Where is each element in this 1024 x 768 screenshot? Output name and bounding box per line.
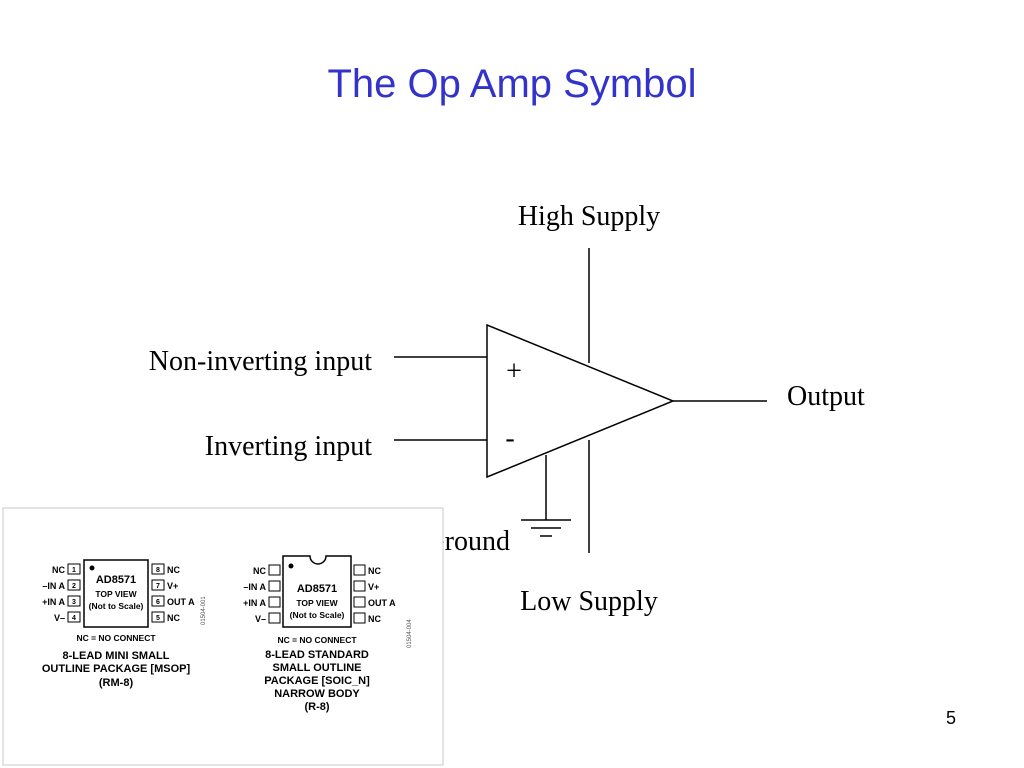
pin1-dot-icon bbox=[288, 563, 294, 569]
non-inverting-input-label: Non-inverting input bbox=[149, 346, 372, 377]
soic-view: TOP VIEW bbox=[296, 598, 338, 608]
msop-pin-label: V– bbox=[54, 613, 65, 623]
msop-pin-label: NC bbox=[167, 613, 180, 623]
slide-title: The Op Amp Symbol bbox=[327, 62, 697, 106]
pinout-image: AD8571 TOP VIEW (Not to Scale) 1 2 3 4 8… bbox=[2, 507, 444, 766]
soic-no-connect-note: NC = NO CONNECT bbox=[277, 635, 357, 645]
slide-number: 5 bbox=[946, 708, 957, 728]
opamp-triangle bbox=[486, 323, 675, 479]
output-label: Output bbox=[787, 381, 865, 412]
msop-pin-number: 3 bbox=[72, 599, 76, 606]
msop-pin-number: 1 bbox=[72, 567, 76, 574]
soic-pinout: AD8571 TOP VIEW (Not to Scale) NC –IN A … bbox=[243, 555, 413, 713]
soic-pin-label: –IN A bbox=[243, 582, 266, 592]
msop-chip-body bbox=[83, 559, 149, 628]
soic-pin-label: OUT A bbox=[368, 598, 396, 608]
soic-pin-label: NC bbox=[253, 566, 266, 576]
soic-pin-label: NC bbox=[368, 566, 381, 576]
pin1-dot-icon bbox=[89, 565, 95, 571]
minus-sign: - bbox=[505, 423, 514, 454]
soic-pin-label: +IN A bbox=[243, 598, 266, 608]
msop-pin-label: OUT A bbox=[167, 597, 195, 607]
msop-side-code: 01504-001 bbox=[201, 596, 207, 625]
msop-pin-label: NC bbox=[167, 565, 180, 575]
msop-pin-label: –IN A bbox=[42, 581, 65, 591]
soic-side-code: 01504-004 bbox=[407, 619, 413, 648]
soic-pin-label: V+ bbox=[368, 582, 379, 592]
msop-caption-line: OUTLINE PACKAGE [MSOP] bbox=[42, 663, 191, 675]
soic-caption-line: 8-LEAD STANDARD bbox=[265, 649, 369, 661]
soic-part-number: AD8571 bbox=[297, 583, 337, 595]
inverting-input-label: Inverting input bbox=[205, 431, 372, 462]
ground-symbol-icon bbox=[521, 519, 571, 537]
msop-pin-number: 4 bbox=[72, 615, 76, 622]
soic-scale: (Not to Scale) bbox=[290, 610, 345, 620]
low-supply-label: Low Supply bbox=[520, 586, 658, 617]
soic-caption-line: SMALL OUTLINE bbox=[272, 662, 361, 674]
high-supply-label: High Supply bbox=[518, 201, 660, 232]
soic-pin-label: NC bbox=[368, 614, 381, 624]
soic-chip-body bbox=[282, 555, 352, 628]
msop-caption-line: 8-LEAD MINI SMALL bbox=[63, 650, 170, 662]
msop-scale: (Not to Scale) bbox=[89, 601, 144, 611]
msop-pin-label: V+ bbox=[167, 581, 178, 591]
msop-pin-number: 7 bbox=[156, 583, 160, 590]
soic-pin-label: V– bbox=[255, 614, 266, 624]
soic-caption-line: NARROW BODY bbox=[274, 688, 360, 700]
msop-pin-label: NC bbox=[52, 565, 65, 575]
msop-view: TOP VIEW bbox=[95, 589, 137, 599]
msop-pin-number: 5 bbox=[156, 615, 160, 622]
opamp-schematic bbox=[394, 248, 767, 553]
msop-pin-number: 2 bbox=[72, 583, 76, 590]
msop-pin-number: 6 bbox=[156, 599, 160, 606]
msop-pin-label: +IN A bbox=[42, 597, 65, 607]
msop-pinout: AD8571 TOP VIEW (Not to Scale) 1 2 3 4 8… bbox=[42, 559, 207, 689]
msop-part-number: AD8571 bbox=[96, 574, 136, 586]
plus-sign: + bbox=[506, 356, 522, 387]
msop-caption-line: (RM-8) bbox=[99, 677, 134, 689]
msop-no-connect-note: NC = NO CONNECT bbox=[76, 633, 156, 643]
soic-caption-line: PACKAGE [SOIC_N] bbox=[264, 675, 370, 687]
soic-caption-line: (R-8) bbox=[304, 701, 329, 713]
msop-pin-number: 8 bbox=[156, 567, 160, 574]
